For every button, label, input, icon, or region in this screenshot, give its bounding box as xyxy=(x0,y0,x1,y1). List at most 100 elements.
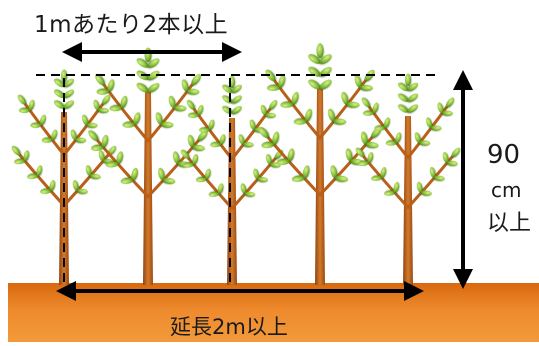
leaf-icon xyxy=(116,151,124,164)
leaf-icon xyxy=(238,134,245,145)
tree-branch xyxy=(146,139,200,199)
leaf-icon xyxy=(305,108,313,122)
leaf-icon xyxy=(442,110,454,116)
leaf-icon xyxy=(346,101,360,108)
leaf-icon xyxy=(371,175,383,181)
leaf-icon xyxy=(187,134,195,148)
leaf-icon xyxy=(240,183,247,194)
leaf-icon xyxy=(27,173,39,180)
leaf-icon xyxy=(367,152,374,163)
leaf-icon xyxy=(63,100,75,109)
leaf-icon xyxy=(222,105,233,115)
tree-branch xyxy=(318,79,367,140)
leaf-icon xyxy=(258,126,269,138)
tree-branch xyxy=(367,105,410,160)
leaf-icon xyxy=(319,54,332,64)
leaf-icon xyxy=(191,74,201,86)
leaf-icon xyxy=(407,93,419,102)
leaf-icon xyxy=(180,149,190,159)
leaf-icon xyxy=(433,175,445,181)
tree-branch xyxy=(406,105,449,160)
leaf-icon xyxy=(319,66,332,77)
tree-row xyxy=(11,43,461,285)
leaf-icon xyxy=(385,140,397,146)
leaf-icon xyxy=(257,176,269,183)
leaf-icon xyxy=(287,148,295,162)
leaf-icon xyxy=(280,101,294,108)
leaf-icon xyxy=(75,137,87,143)
leaf-icon xyxy=(86,122,98,128)
leaf-icon xyxy=(53,78,65,88)
leaf-icon xyxy=(144,47,152,62)
leaf-icon xyxy=(269,99,278,110)
leaf-icon xyxy=(426,117,433,128)
leaf-icon xyxy=(186,99,195,110)
leaf-icon xyxy=(397,82,409,92)
tree-branch xyxy=(266,135,322,197)
leaf-icon xyxy=(419,140,431,146)
leaf-icon xyxy=(91,144,104,152)
leaf-icon xyxy=(192,144,205,152)
leaf-icon xyxy=(308,54,321,64)
leaf-icon xyxy=(416,181,423,193)
leaf-icon xyxy=(265,112,277,118)
leaf-icon xyxy=(147,70,160,81)
leaf-icon xyxy=(173,105,187,112)
tree-branch xyxy=(187,157,234,210)
leaf-icon xyxy=(361,97,370,108)
tree-branch xyxy=(230,157,277,210)
tree-branch xyxy=(146,83,194,143)
leaf-icon xyxy=(267,84,280,91)
leaf-icon xyxy=(168,95,176,108)
leaf-icon xyxy=(60,69,68,82)
tree-branch xyxy=(273,79,322,140)
leaf-icon xyxy=(244,191,256,197)
leaf-icon xyxy=(272,131,280,145)
tree-branch xyxy=(62,153,110,208)
tree-branch xyxy=(62,102,105,157)
leaf-icon xyxy=(319,79,332,90)
tree-branch xyxy=(318,135,374,197)
leaf-icon xyxy=(414,132,421,143)
leaf-icon xyxy=(249,119,256,130)
leaf-icon xyxy=(397,93,409,102)
leaf-icon xyxy=(98,107,110,114)
height-suffix-label: 以上 xyxy=(487,211,532,236)
leaf-icon xyxy=(341,91,349,105)
tree-branch xyxy=(102,83,150,143)
leaf-icon xyxy=(278,75,286,88)
leaf-icon xyxy=(63,89,75,98)
height-value-label: 90 xyxy=(487,140,521,170)
leaf-icon xyxy=(181,79,189,92)
leaf-icon xyxy=(442,152,449,163)
tree-icon xyxy=(88,47,208,285)
leaf-icon xyxy=(198,127,210,133)
leaf-icon xyxy=(109,105,123,112)
leaf-icon xyxy=(380,166,387,178)
tree-branch xyxy=(18,153,66,208)
tree-trunk xyxy=(403,116,413,285)
leaf-icon xyxy=(243,142,254,148)
leaf-icon xyxy=(192,153,199,165)
leaf-icon xyxy=(365,141,379,149)
tree-icon xyxy=(355,73,461,285)
leaf-icon xyxy=(210,142,221,148)
leaf-icon xyxy=(404,73,412,86)
leaf-icon xyxy=(308,79,321,90)
leaf-icon xyxy=(253,168,259,180)
leaf-icon xyxy=(133,112,141,125)
leaf-icon xyxy=(23,150,30,162)
leaf-icon xyxy=(208,191,220,197)
leaf-icon xyxy=(107,79,115,92)
leaf-icon xyxy=(208,119,215,130)
leaf-icon xyxy=(158,167,165,181)
leaf-icon xyxy=(222,95,233,104)
leaf-icon xyxy=(360,84,373,91)
leaf-icon xyxy=(197,130,208,141)
leaf-icon xyxy=(407,104,419,113)
leaf-icon xyxy=(327,108,335,122)
leaf-icon xyxy=(11,145,21,156)
leaf-icon xyxy=(397,104,409,113)
leaf-icon xyxy=(335,175,349,182)
